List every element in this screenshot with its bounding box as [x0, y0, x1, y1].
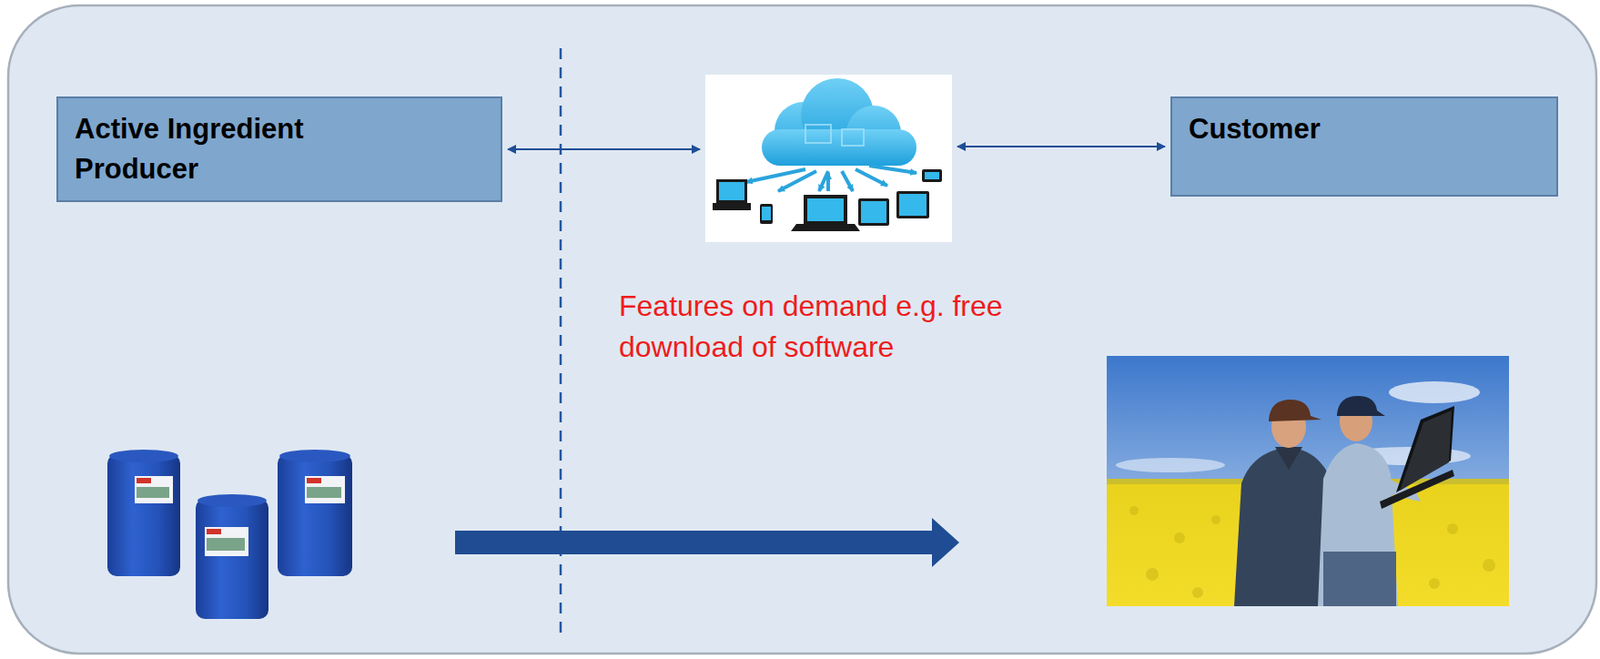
cloud-icon [841, 171, 853, 192]
barrel-group [109, 449, 179, 463]
cloud-icon [718, 172, 940, 223]
farmers-photo [1268, 399, 1322, 422]
cloud-icon [716, 179, 748, 203]
box-title: Active Ingredient Producer [58, 98, 380, 190]
farmers-photo [1145, 567, 1159, 581]
barrel-group [195, 494, 269, 619]
connector-arrow [957, 145, 1165, 148]
barrel-group [206, 537, 245, 551]
farmers-photo [1115, 457, 1226, 473]
barrel-group [306, 477, 322, 484]
farmers-photo [1211, 515, 1221, 525]
barrel-group [136, 486, 170, 498]
cloud-icon [746, 165, 917, 192]
cloud-icon [761, 78, 917, 166]
cloud-icon [826, 172, 831, 192]
barrel-group [206, 528, 222, 535]
background-panel [8, 5, 1597, 654]
farmers-photo [1129, 506, 1139, 516]
barrel-group [277, 449, 353, 577]
barrel-group [107, 454, 181, 577]
cloud-icon [761, 206, 771, 221]
barrel-group [107, 449, 181, 577]
farmers-photo [1447, 523, 1459, 535]
cloud-icon [759, 203, 773, 224]
cloud-icon [869, 165, 917, 173]
barrel-group [136, 477, 152, 484]
farmers-photo [1106, 355, 1509, 607]
cloud-icon [841, 129, 864, 146]
farmers-photo [1317, 443, 1398, 607]
cloud-icon [805, 124, 864, 146]
farmers-photo [1336, 395, 1386, 416]
cloud-icon [858, 198, 890, 226]
barrel-group [195, 498, 269, 619]
cloud-icon [805, 124, 831, 143]
cloud-icon [761, 129, 917, 166]
farmers-photo [1482, 558, 1496, 572]
box-title: Customer [1172, 98, 1321, 150]
barrel-group [279, 449, 351, 463]
cloud-icon [803, 194, 848, 224]
cloud-icon [899, 193, 927, 216]
barrel-group [277, 454, 353, 577]
cloud-icon [855, 169, 888, 186]
cloud-icon [924, 172, 940, 180]
flow-arrow [455, 517, 960, 568]
farmers-photo [1106, 355, 1509, 607]
barrel-group [304, 475, 345, 504]
farmers-photo [1275, 446, 1303, 470]
barrel-group [134, 475, 173, 504]
cloud-node: Features on demand e.g. free download of… [705, 74, 952, 243]
cloud-icon [860, 201, 887, 223]
cloud-icon [807, 198, 844, 222]
cloud-icon [712, 169, 942, 232]
barrel-group [197, 494, 267, 507]
cloud-icon [705, 74, 952, 243]
cloud-icon [790, 223, 861, 232]
barrel-group [107, 449, 353, 619]
barrel-group [204, 526, 249, 557]
connector-arrow [507, 148, 700, 151]
farmers-photo [1323, 551, 1397, 607]
cloud-icon [712, 202, 751, 211]
farmers-photo [1428, 577, 1440, 589]
cloud-icon [896, 191, 930, 219]
cloud-icon [819, 171, 829, 192]
farmers-photo [1174, 532, 1185, 544]
feature-note: Features on demand e.g. free download of… [618, 285, 1038, 368]
cloud-icon [778, 171, 817, 192]
cloud-icon [921, 169, 942, 183]
cloud-icon [705, 74, 952, 243]
customer-box: Customer [1170, 96, 1559, 197]
barrel-group [306, 486, 342, 498]
farmers-photo [1379, 469, 1455, 509]
farmers-photo [1388, 381, 1480, 404]
farmers-photo [1192, 587, 1204, 598]
producer-box: Active Ingredient Producer [56, 96, 503, 203]
cloud-icon [826, 172, 831, 192]
cloud-icon [718, 182, 745, 201]
